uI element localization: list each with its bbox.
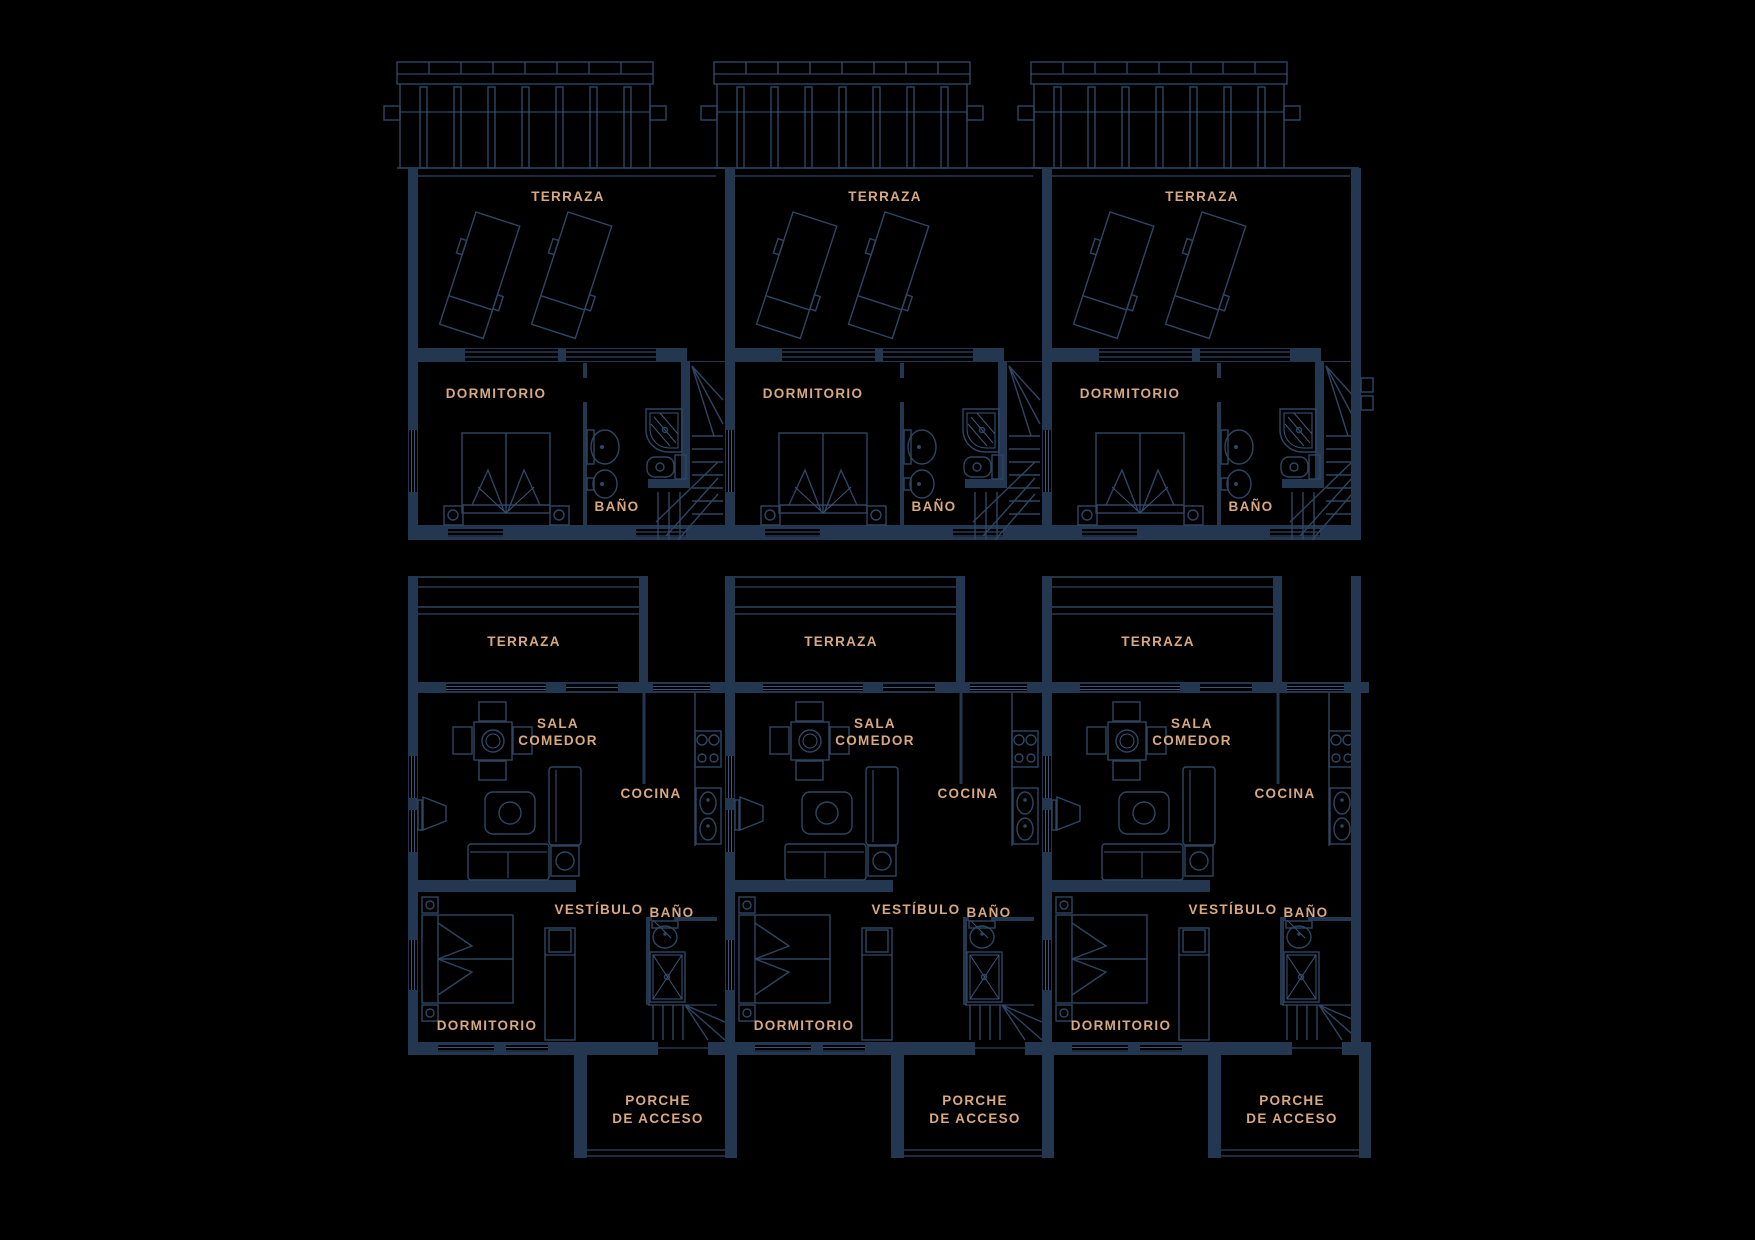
label-porche-1b: DE ACCESO xyxy=(612,1111,703,1126)
label-terraza-upper-2: TERRAZA xyxy=(848,189,922,204)
label-bano-upper-2: BAÑO xyxy=(912,499,957,514)
upper-floor-right-wall xyxy=(1351,168,1374,540)
label-dormitorio-ground-2: DORMITORIO xyxy=(754,1018,855,1033)
upper-floor-labels: TERRAZA TERRAZA TERRAZA DORMITORIO DORMI… xyxy=(446,189,1274,514)
label-dormitorio-upper-1: DORMITORIO xyxy=(446,386,547,401)
label-vestibulo-2: VESTÍBULO xyxy=(872,902,961,917)
ground-floor-labels: TERRAZA TERRAZA TERRAZA SALA COMEDOR SAL… xyxy=(437,634,1337,1126)
label-cocina-1: COCINA xyxy=(620,786,681,801)
label-dormitorio-upper-2: DORMITORIO xyxy=(763,386,864,401)
label-porche-1a: PORCHE xyxy=(625,1093,691,1108)
label-terraza-upper-1: TERRAZA xyxy=(531,189,605,204)
label-porche-2a: PORCHE xyxy=(942,1093,1008,1108)
label-bano-ground-1: BAÑO xyxy=(650,905,695,920)
label-sala-2b: COMEDOR xyxy=(835,733,915,748)
label-terraza-upper-3: TERRAZA xyxy=(1165,189,1239,204)
label-dormitorio-ground-3: DORMITORIO xyxy=(1071,1018,1172,1033)
label-terraza-ground-2: TERRAZA xyxy=(804,634,878,649)
label-bano-ground-3: BAÑO xyxy=(1284,905,1329,920)
label-sala-1a: SALA xyxy=(537,716,579,731)
label-terraza-ground-1: TERRAZA xyxy=(487,634,561,649)
label-sala-3a: SALA xyxy=(1171,716,1213,731)
label-bano-upper-3: BAÑO xyxy=(1229,499,1274,514)
label-porche-3b: DE ACCESO xyxy=(1246,1111,1337,1126)
ground-floor-right-wall xyxy=(1351,576,1361,1055)
label-vestibulo-1: VESTÍBULO xyxy=(555,902,644,917)
label-sala-2a: SALA xyxy=(854,716,896,731)
label-sala-1b: COMEDOR xyxy=(518,733,598,748)
label-cocina-2: COCINA xyxy=(937,786,998,801)
label-sala-3b: COMEDOR xyxy=(1152,733,1232,748)
label-dormitorio-upper-3: DORMITORIO xyxy=(1080,386,1181,401)
label-cocina-3: COCINA xyxy=(1254,786,1315,801)
label-bano-upper-1: BAÑO xyxy=(595,499,640,514)
label-porche-2b: DE ACCESO xyxy=(929,1111,1020,1126)
label-vestibulo-3: VESTÍBULO xyxy=(1189,902,1278,917)
label-terraza-ground-3: TERRAZA xyxy=(1121,634,1195,649)
label-dormitorio-ground-1: DORMITORIO xyxy=(437,1018,538,1033)
label-bano-ground-2: BAÑO xyxy=(967,905,1012,920)
label-porche-3a: PORCHE xyxy=(1259,1093,1325,1108)
